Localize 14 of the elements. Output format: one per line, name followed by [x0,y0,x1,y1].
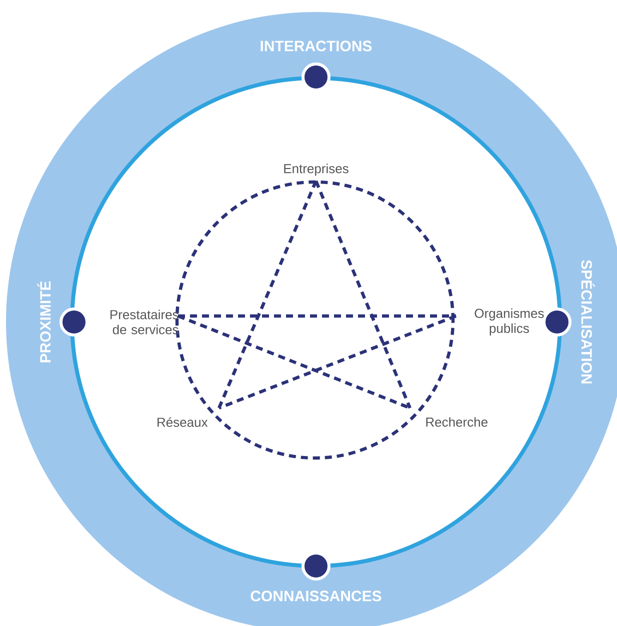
band-label: PROXIMITÉ [37,281,51,362]
band-label: SPÉCIALISATION [581,260,595,384]
band-label: INTERACTIONS [260,40,372,52]
dashed-line [218,314,457,410]
node-label: Recherche [426,417,488,427]
node-label: Réseaux [158,417,208,427]
node-label: Prestataires de services [110,310,178,334]
node-label: Entreprises [284,164,348,176]
node-label: Organismes publics [474,308,544,336]
dashed-line [177,314,411,410]
dashed-line [178,314,456,318]
dashed-line [314,180,412,409]
band-label: CONNAISSANCES [250,590,382,602]
dashed-line [218,180,318,409]
